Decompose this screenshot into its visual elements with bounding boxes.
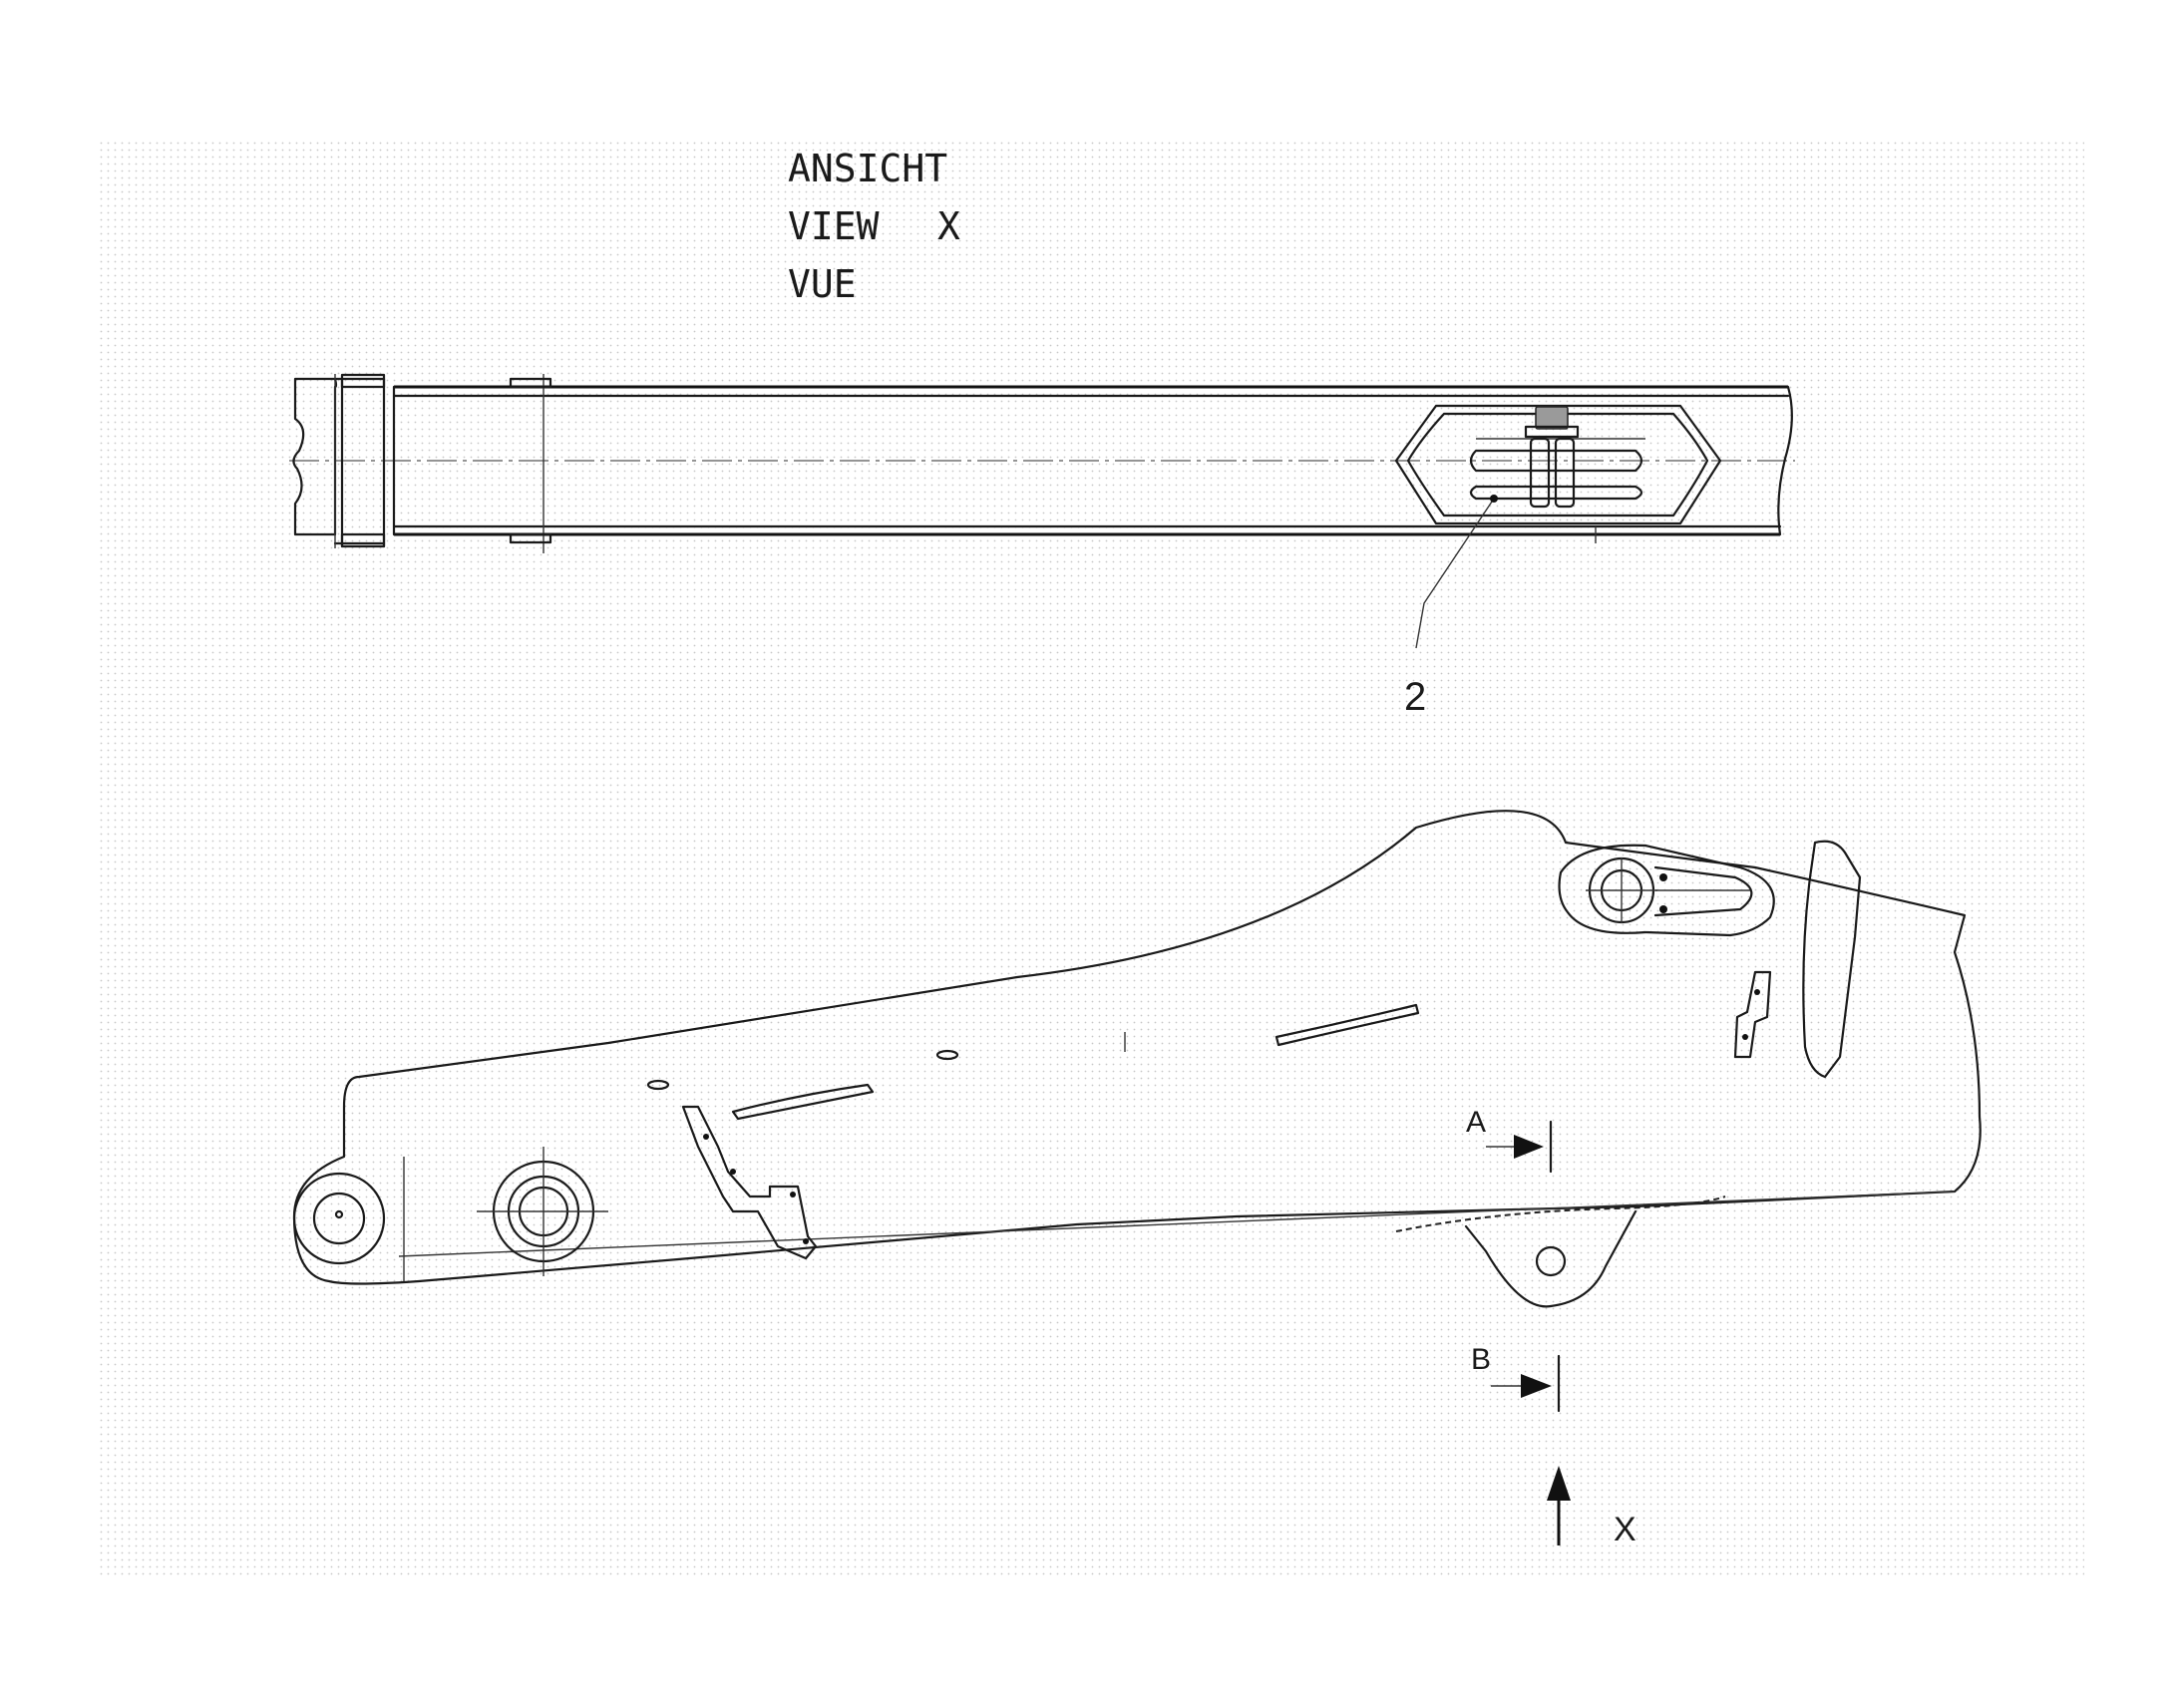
side-view-boom	[292, 810, 1982, 1308]
part-2-callout: 2	[1404, 495, 1498, 719]
view-title-letter: X	[937, 204, 960, 248]
part-number-label: 2	[1404, 675, 1426, 719]
section-a-label: A	[1466, 1106, 1486, 1139]
section-marker-a: A	[1466, 1106, 1553, 1174]
view-title-line-3: VUE	[788, 262, 857, 306]
view-title: ANSICHT VIEW VUE X	[788, 147, 960, 306]
dotted-background	[100, 140, 2084, 1575]
section-marker-b: B	[1471, 1343, 1561, 1413]
top-view-boom	[289, 373, 1795, 553]
view-title-line-2: VIEW	[788, 204, 880, 248]
section-b-label: B	[1471, 1343, 1491, 1376]
view-x-arrow: X	[1547, 1466, 1636, 1548]
view-x-arrow-label: X	[1614, 1511, 1636, 1548]
view-title-line-1: ANSICHT	[788, 147, 947, 190]
